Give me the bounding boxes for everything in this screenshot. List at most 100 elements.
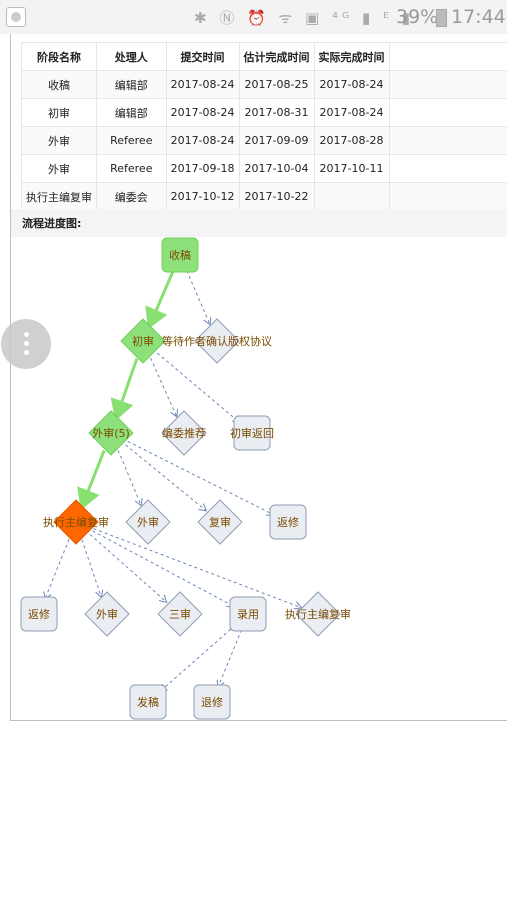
table-cell: 收稿 — [21, 70, 97, 99]
flow-node-n14[interactable]: 录用 — [229, 596, 267, 632]
flow-node-label: 三审 — [169, 607, 191, 621]
flow-node-label: 退修 — [201, 695, 223, 709]
flow-node-label: 返修 — [277, 515, 299, 529]
table-cell: 2017-08-24 — [165, 70, 240, 99]
flow-node-label: 外审 — [137, 515, 159, 529]
status-icons: ✱ Ⓝ ⏰ ᯤ ▣ ⁴ᴳ ▮ ᴱ ▮ — [194, 9, 415, 27]
more-options-button[interactable] — [1, 319, 51, 369]
table-cell — [388, 126, 507, 155]
table-cell — [388, 70, 507, 99]
table-cell: 2017-08-31 — [238, 98, 315, 127]
column-header: 估计完成时间 — [238, 42, 315, 71]
flow-node-label: 编委推荐 — [162, 426, 206, 440]
flow-node-label: 初审返回 — [230, 426, 274, 440]
flow-edge-n4-n7 — [77, 449, 106, 511]
section-header-bar — [11, 209, 507, 237]
flow-node-n15[interactable]: 执行主编复审 — [285, 591, 351, 637]
table-cell: 2017-10-11 — [313, 154, 390, 183]
clock: 17:44 — [451, 6, 506, 28]
flow-node-shape — [193, 684, 231, 720]
flow-node-n7[interactable]: 执行主编复审 — [43, 499, 109, 545]
flow-node-shape — [84, 591, 130, 637]
flow-node-n3[interactable]: 等待作者确认版权协议 — [162, 318, 272, 364]
flow-node-shape — [129, 684, 167, 720]
flow-edge-n1-n3 — [186, 270, 210, 324]
battery-icon — [436, 9, 447, 27]
flow-node-label: 发稿 — [137, 695, 159, 709]
flow-node-label: 执行主编复审 — [43, 515, 109, 529]
flow-node-n8[interactable]: 外审 — [125, 499, 171, 545]
flow-node-label: 初审 — [132, 334, 154, 348]
table-cell: 2017-08-28 — [313, 126, 390, 155]
table-cell: 2017-08-24 — [313, 70, 390, 99]
table-cell: 执行主编复审 — [21, 182, 97, 211]
flow-node-n13[interactable]: 三审 — [157, 591, 203, 637]
table-cell: 2017-08-24 — [313, 98, 390, 127]
flow-node-shape — [20, 596, 58, 632]
flow-edge-n2-n4 — [110, 358, 139, 422]
flow-node-label: 收稿 — [169, 248, 191, 262]
flow-node-label: 执行主编复审 — [285, 607, 351, 621]
column-header: 实际完成时间 — [313, 42, 390, 71]
app-notification-icon — [6, 7, 26, 27]
flow-node-n17[interactable]: 退修 — [193, 684, 231, 720]
table-row: 收稿 编辑部 2017-08-24 2017-08-25 2017-08-24 — [21, 70, 507, 99]
flow-edge-n2-n5 — [150, 357, 177, 416]
table-cell — [388, 154, 507, 183]
battery-percent: 39% — [396, 6, 439, 28]
flow-edge-n7-n13 — [89, 534, 166, 601]
table-cell: 编辑部 — [96, 98, 167, 127]
table-header-row: 阶段名称 处理人 提交时间 估计完成时间 实际完成时间 — [21, 42, 507, 71]
flow-node-shape — [53, 499, 99, 545]
table-row: 外审 Referee 2017-08-24 2017-09-09 2017-08… — [21, 126, 507, 155]
flow-edge-n7-n14 — [92, 530, 233, 606]
table-cell: 初审 — [21, 98, 97, 127]
flow-node-n10[interactable]: 返修 — [269, 504, 307, 540]
flow-edge-n14-n16 — [161, 624, 236, 691]
flow-node-label: 复审 — [209, 515, 231, 529]
table-cell: Referee — [96, 126, 167, 155]
flow-title: 流程进度图: — [22, 217, 82, 230]
flow-node-n9[interactable]: 复审 — [197, 499, 243, 545]
flow-node-n5[interactable]: 编委推荐 — [161, 410, 207, 456]
flow-node-shape — [269, 504, 307, 540]
flow-node-shape — [197, 499, 243, 545]
flow-node-shape — [161, 237, 199, 273]
flow-node-label: 外审(5) — [92, 426, 130, 440]
flow-edge-n14-n17 — [218, 629, 243, 687]
flow-node-n4[interactable]: 外审(5) — [88, 410, 134, 456]
flow-node-shape — [120, 318, 166, 364]
flow-node-shape — [194, 318, 240, 364]
flow-node-shape — [161, 410, 207, 456]
flow-node-n1[interactable]: 收稿 — [161, 237, 199, 273]
table-cell: 2017-10-12 — [165, 182, 240, 211]
flow-node-shape — [125, 499, 171, 545]
flow-node-label: 录用 — [237, 608, 259, 621]
flow-node-shape — [295, 591, 341, 637]
flow-node-n11[interactable]: 返修 — [20, 596, 58, 632]
flow-diagram: 收稿初审等待作者确认版权协议外审(5)编委推荐初审返回执行主编复审外审复审返修返… — [20, 237, 351, 720]
flow-node-shape — [229, 596, 267, 632]
table-cell — [388, 182, 507, 211]
flow-edge-n7-n12 — [81, 539, 101, 597]
stage-table: 阶段名称 处理人 提交时间 估计完成时间 实际完成时间 收稿 编辑部 2017-… — [21, 42, 507, 211]
table-cell: 外审 — [21, 126, 97, 155]
flow-edge-n1-n2 — [145, 270, 175, 330]
flow-edge-n4-n9 — [125, 444, 205, 510]
flow-edge-n2-n6 — [156, 352, 239, 422]
flow-edge-n4-n8 — [117, 450, 141, 504]
flow-edge-n7-n11 — [45, 539, 70, 598]
flow-node-shape — [88, 410, 134, 456]
flow-node-label: 返修 — [28, 607, 50, 621]
table-cell: 2017-08-24 — [165, 126, 240, 155]
status-bar: ✱ Ⓝ ⏰ ᯤ ▣ ⁴ᴳ ▮ ᴱ ▮ 39% 17:44 — [0, 0, 507, 34]
flow-node-n2[interactable]: 初审 — [120, 318, 166, 364]
flow-edge-n7-n15 — [93, 528, 300, 608]
flow-node-n16[interactable]: 发稿 — [129, 684, 167, 720]
flow-node-shape — [233, 415, 271, 451]
column-header — [388, 42, 507, 71]
table-cell: 编委会 — [96, 182, 167, 211]
table-cell: 2017-09-09 — [238, 126, 315, 155]
flow-node-n12[interactable]: 外审 — [84, 591, 130, 637]
flow-node-n6[interactable]: 初审返回 — [230, 415, 274, 451]
